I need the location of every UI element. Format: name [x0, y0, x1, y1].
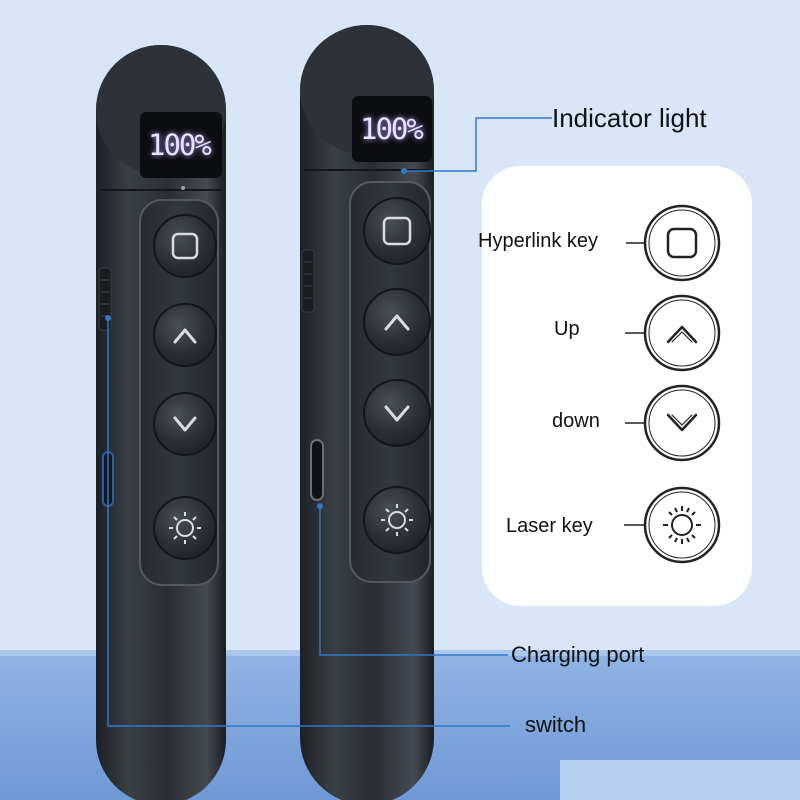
battery-readout-right: 100% [360, 112, 424, 146]
chevron-up-icon [666, 325, 698, 344]
legend-label-laser: Laser key [506, 515, 593, 537]
laser-sun-icon [381, 504, 413, 536]
square-icon [382, 216, 412, 246]
legend-graphics [624, 204, 721, 564]
hyperlink-button-left [153, 214, 217, 278]
charging-leader [319, 506, 508, 656]
legend-hyperlink-ring [643, 204, 721, 282]
chevron-up-icon [384, 314, 410, 331]
indicator-dot [181, 186, 185, 190]
switch-label: switch [525, 712, 587, 737]
chevron-up-icon [173, 328, 197, 344]
up-button-right [363, 288, 431, 356]
button-legend-panel [482, 166, 752, 606]
charging-port [310, 439, 324, 501]
battery-display [352, 96, 432, 162]
battery-readout-left: 100% [148, 128, 212, 162]
legend-laser-ring [643, 486, 721, 564]
laser-button-right [363, 486, 431, 554]
presenter-pen-right [300, 25, 434, 800]
side-switch [98, 267, 112, 331]
battery-display [140, 112, 222, 178]
legend-down-ring [643, 384, 721, 462]
chevron-down-icon [384, 405, 410, 422]
square-icon [666, 227, 698, 259]
chevron-down-icon [666, 413, 698, 432]
legend-label-hyperlink: Hyperlink key [478, 230, 599, 252]
indicator-leader [404, 117, 552, 172]
down-button-left [153, 392, 217, 456]
down-button-right [363, 379, 431, 447]
up-button-left [153, 303, 217, 367]
laser-sun-icon [663, 506, 701, 544]
floor-step [560, 760, 800, 800]
side-switch [301, 249, 315, 313]
laser-button-left [153, 496, 217, 560]
button-panel [139, 199, 219, 586]
presenter-pen-left [96, 45, 226, 800]
hyperlink-button-right [363, 197, 431, 265]
legend-label-up: Up [554, 318, 580, 340]
chevron-down-icon [173, 416, 197, 432]
charging-port-label: Charging port [511, 642, 645, 667]
square-icon [171, 232, 199, 260]
laser-sun-icon [169, 512, 201, 544]
indicator-light-label: Indicator light [552, 103, 707, 133]
leader-lines [107, 117, 552, 727]
legend-label-down: down [552, 410, 600, 432]
legend-up-ring [643, 294, 721, 372]
switch-leader [107, 318, 510, 727]
